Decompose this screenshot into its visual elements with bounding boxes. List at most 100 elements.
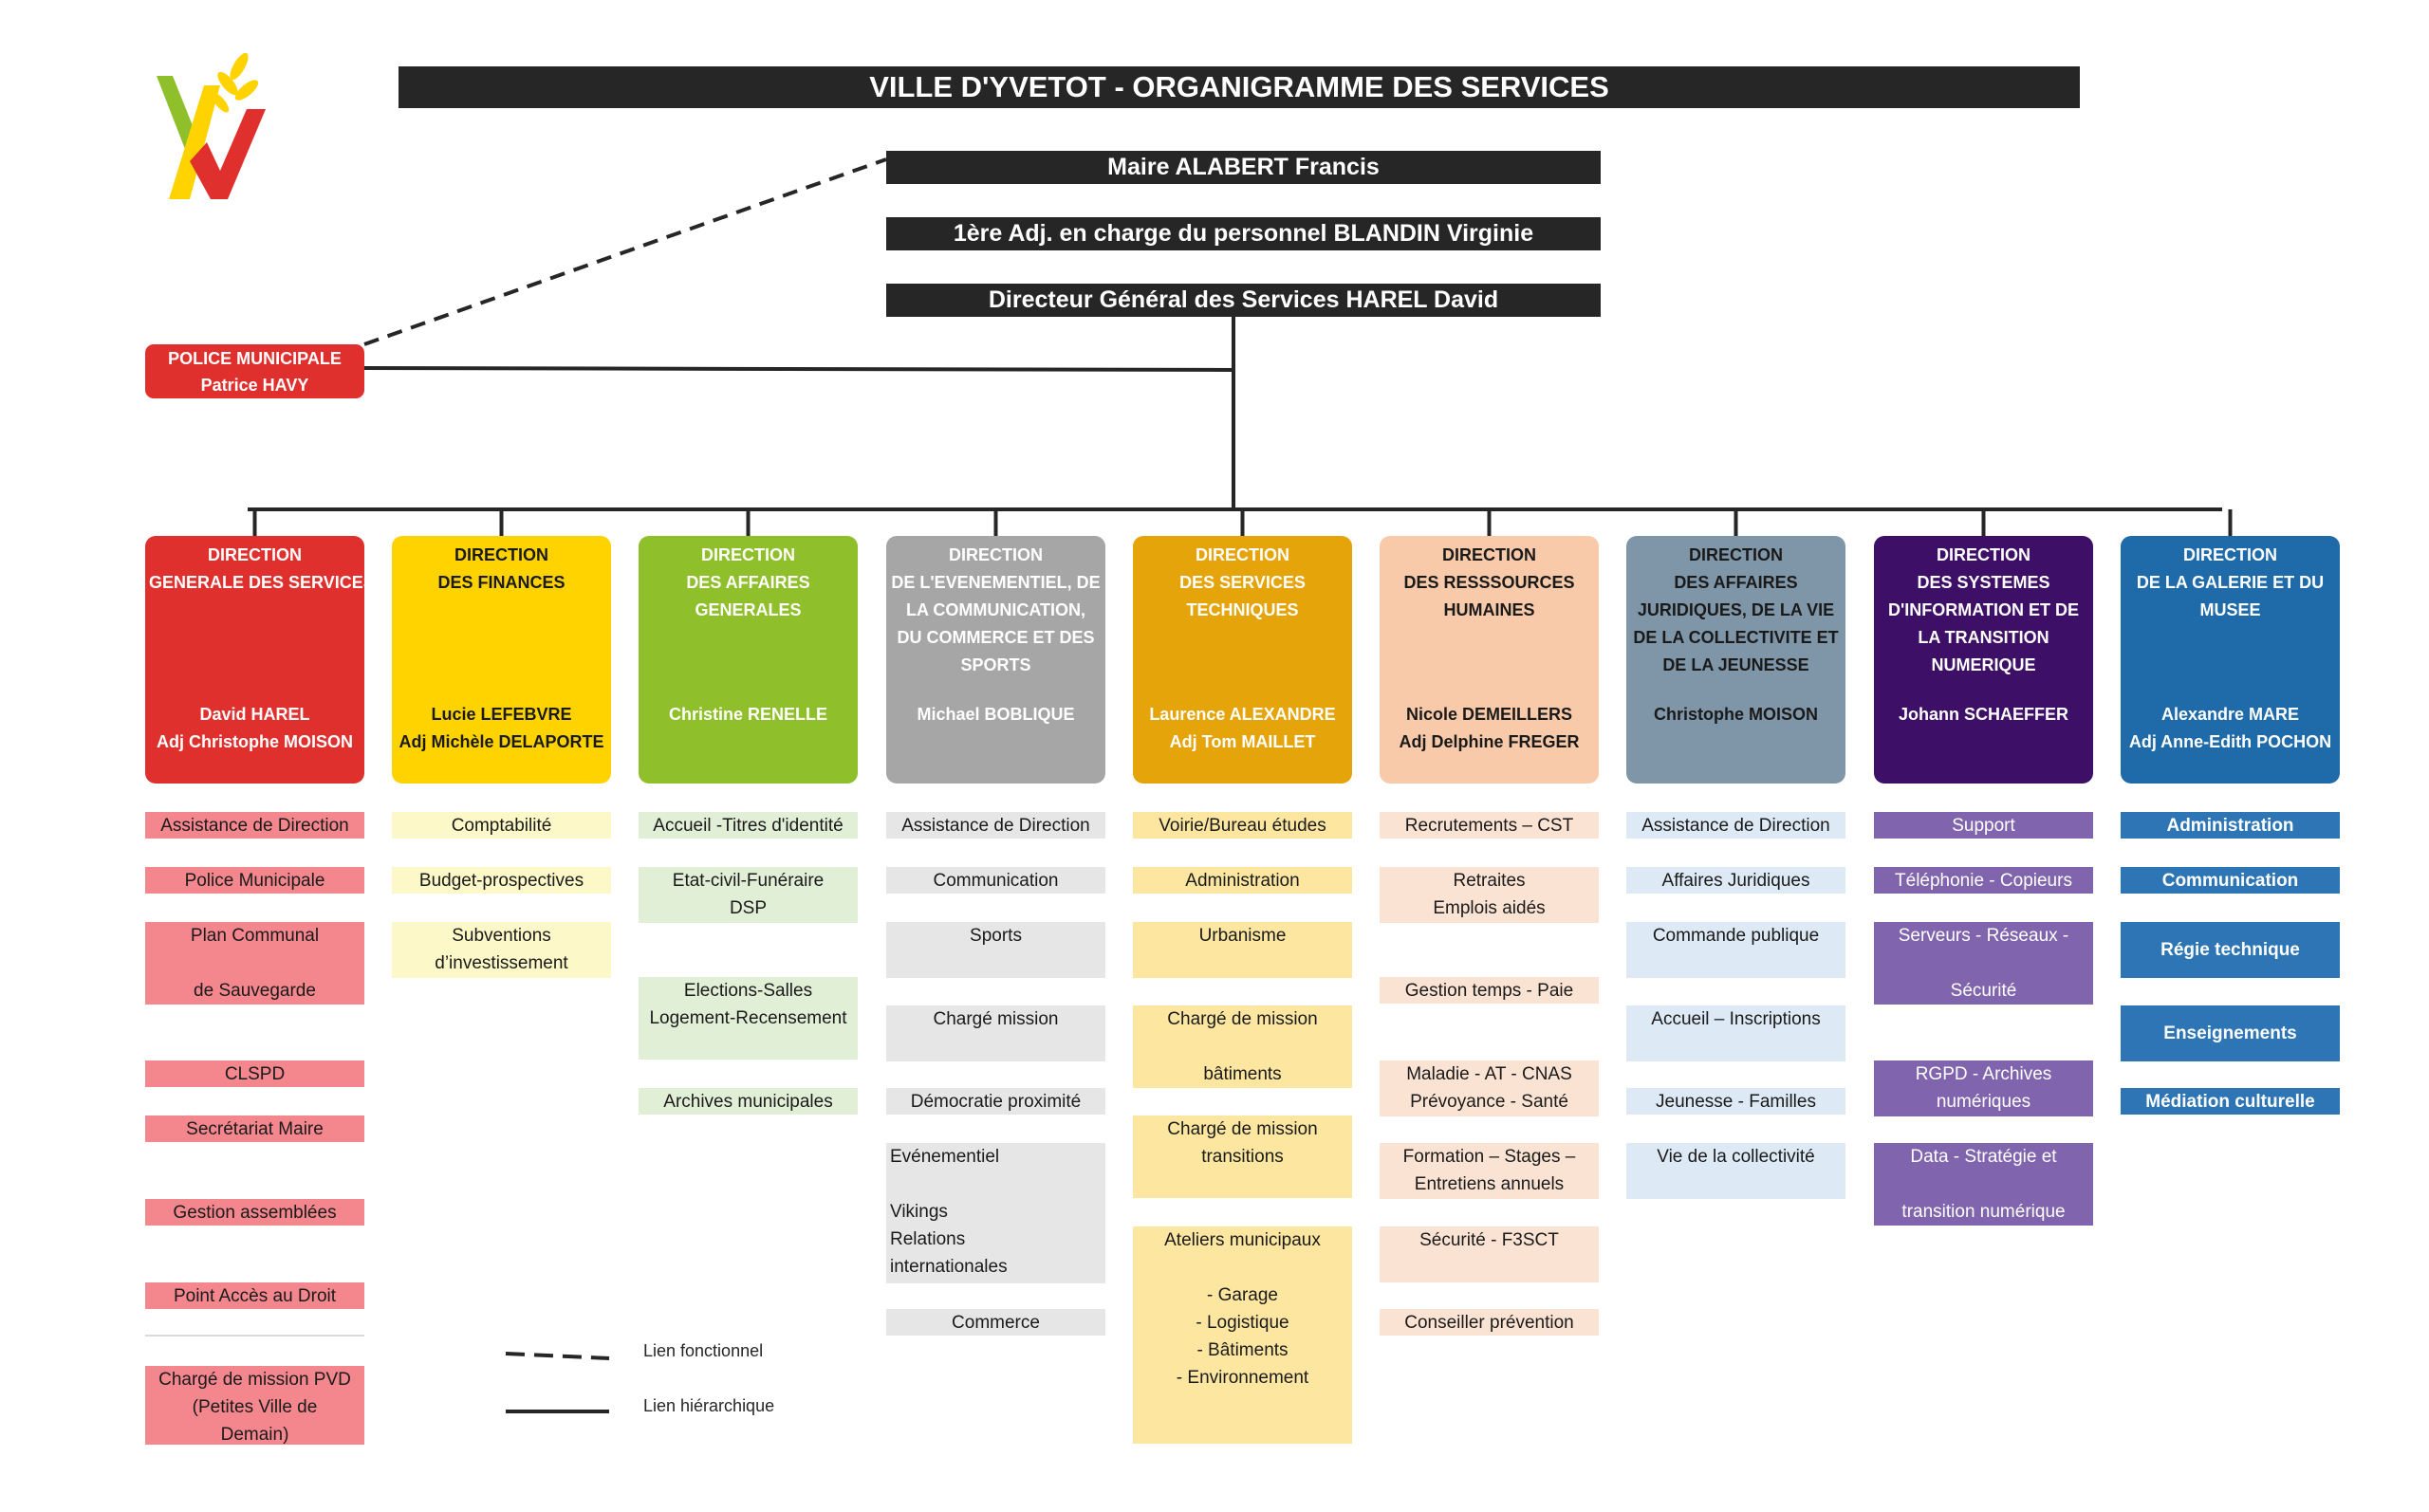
police-title: POLICE MUNICIPALE bbox=[168, 348, 342, 368]
service-item: Archives municipales bbox=[639, 1088, 858, 1115]
service-item: Téléphonie - Copieurs bbox=[1874, 867, 2093, 894]
direction-box-6: DIRECTION DES RESSSOURCES HUMAINES Nicole D… bbox=[1380, 536, 1599, 784]
direction-title-line: NUMERIQUE bbox=[1931, 655, 2036, 674]
direction-person: Adj Delphine FREGER bbox=[1399, 732, 1580, 751]
direction-person: Adj Michèle DELAPORTE bbox=[399, 732, 604, 751]
direction-people: Lucie LEFEBVRE Adj Michèle DELAPORTE bbox=[392, 701, 611, 756]
service-item: Support bbox=[1874, 812, 2093, 839]
service-item: Sécurité - F3SCT bbox=[1380, 1226, 1599, 1282]
service-item: Gestion assemblées bbox=[145, 1199, 364, 1226]
direction-person: Christophe MOISON bbox=[1653, 705, 1818, 724]
service-item: Administration bbox=[1133, 867, 1352, 894]
service-item: Commerce bbox=[886, 1309, 1105, 1336]
service-item: Comptabilité bbox=[392, 812, 611, 839]
service-item: Conseiller prévention bbox=[1380, 1309, 1599, 1336]
direction-title-line: DIRECTION bbox=[1442, 545, 1536, 564]
service-item: Assistance de Direction bbox=[1626, 812, 1845, 839]
service-item: Data - Stratégie et transition numérique bbox=[1874, 1143, 2093, 1226]
direction-title-line: DIRECTION bbox=[701, 545, 795, 564]
service-item: Vie de la collectivité bbox=[1626, 1143, 1845, 1199]
service-item: Régie technique bbox=[2121, 922, 2340, 978]
direction-title-line: DES RESSSOURCES bbox=[1403, 573, 1575, 592]
service-item: Communication bbox=[886, 867, 1105, 894]
service-item: Police Municipale bbox=[145, 867, 364, 894]
direction-person: David HAREL bbox=[199, 705, 310, 724]
service-item: Etat-civil-Funéraire DSP bbox=[639, 867, 858, 923]
direction-drop-lines bbox=[252, 509, 2233, 536]
direction-title-line: SPORTS bbox=[960, 655, 1031, 674]
direction-people: Christine RENELLE bbox=[639, 701, 858, 728]
direction-box-8: DIRECTION DES SYSTEMES D'INFORMATION ET DE… bbox=[1874, 536, 2093, 784]
direction-title-line: MUSEE bbox=[2199, 600, 2261, 619]
direction-person: Laurence ALEXANDRE bbox=[1149, 705, 1336, 724]
service-item: Voirie/Bureau études bbox=[1133, 812, 1352, 839]
service-item: Formation – Stages – Entretiens annuels bbox=[1380, 1143, 1599, 1199]
service-item: Démocratie proximité bbox=[886, 1088, 1105, 1115]
dgs-box: Directeur Général des Services HAREL Dav… bbox=[886, 284, 1601, 317]
direction-person: Johann SCHAEFFER bbox=[1898, 705, 2068, 724]
direction-title-line: DIRECTION bbox=[1689, 545, 1783, 564]
mayor-box: Maire ALABERT Francis bbox=[886, 151, 1601, 184]
service-item: Chargé de mission transitions bbox=[1133, 1116, 1352, 1198]
direction-box-2: DIRECTION DES FINANCES Lucie LEFEBVRE Adj M… bbox=[392, 536, 611, 784]
service-item: Retraites Emplois aidés bbox=[1380, 867, 1599, 923]
direction-person: Adj Anne-Edith POCHON bbox=[2128, 732, 2332, 751]
service-item: Communication bbox=[2121, 867, 2340, 894]
legend-dashed-line bbox=[505, 1352, 610, 1360]
service-item: Commande publique bbox=[1626, 922, 1845, 978]
police-head: Patrice HAVY bbox=[200, 375, 309, 395]
direction-title-line: DES AFFAIRES bbox=[686, 573, 810, 592]
service-item: Maladie - AT - CNAS Prévoyance - Santé bbox=[1380, 1060, 1599, 1116]
direction-title-line: DES SYSTEMES bbox=[1917, 573, 2050, 592]
direction-box-1: DIRECTION GENERALE DES SERVICES David HARE… bbox=[145, 536, 375, 784]
direction-title-line: DIRECTION bbox=[949, 545, 1043, 564]
direction-title-line: D'INFORMATION ET DE bbox=[1888, 600, 2079, 619]
direction-person: Alexandre MARE bbox=[2160, 705, 2300, 724]
direction-person: Lucie LEFEBVRE bbox=[431, 705, 572, 724]
service-item: Elections-Salles Logement-Recensement bbox=[639, 977, 858, 1060]
direction-title-line: GENERALE DES SERVICES bbox=[149, 573, 375, 592]
direction-title-line: DIRECTION bbox=[1937, 545, 2030, 564]
service-item: Plan Communal de Sauvegarde bbox=[145, 922, 364, 1005]
direction-people: Christophe MOISON bbox=[1626, 701, 1845, 728]
police-municipale-box: POLICE MUNICIPALE Patrice HAVY bbox=[145, 344, 364, 398]
page-title: VILLE D'YVETOT - ORGANIGRAMME DES SERVIC… bbox=[399, 66, 2080, 108]
direction-title-line: LA COMMUNICATION, bbox=[906, 600, 1085, 619]
direction-people: Johann SCHAEFFER bbox=[1874, 701, 2093, 728]
city-logo bbox=[157, 52, 266, 199]
direction-person: Michael BOBLIQUE bbox=[917, 705, 1075, 724]
direction-title-line: DIRECTION bbox=[454, 545, 548, 564]
service-item: Ateliers municipaux - Garage - Logistiqu… bbox=[1133, 1226, 1352, 1444]
direction-title-line: GENERALES bbox=[695, 600, 802, 619]
legend-hierarchical-label: Lien hiérarchique bbox=[643, 1396, 775, 1415]
service-item: Chargé mission bbox=[886, 1005, 1105, 1061]
direction-title-line: TECHNIQUES bbox=[1186, 600, 1299, 619]
direction-box-7: DIRECTION DES AFFAIRES JURIDIQUES, DE LA V… bbox=[1626, 536, 1845, 784]
link-police-trunk bbox=[363, 366, 1234, 372]
service-item: Chargé de mission bâtiments bbox=[1133, 1005, 1352, 1088]
direction-people: Michael BOBLIQUE bbox=[886, 701, 1105, 728]
service-item: Accueil – Inscriptions bbox=[1626, 1005, 1845, 1061]
service-item: Assistance de Direction bbox=[145, 812, 364, 839]
direction-person: Adj Tom MAILLET bbox=[1169, 732, 1316, 751]
direction-title-line: DE L'EVENEMENTIEL, DE bbox=[891, 573, 1101, 592]
direction-title-line: HUMAINES bbox=[1443, 600, 1535, 619]
service-item: Gestion temps - Paie bbox=[1380, 977, 1599, 1004]
direction-title-line: DES FINANCES bbox=[437, 573, 566, 592]
dashed-link-police-mayor bbox=[363, 157, 887, 346]
service-item: Accueil -Titres d'identité bbox=[639, 812, 858, 839]
direction-title-line: JURIDIQUES, DE LA VIE bbox=[1637, 600, 1835, 619]
direction-title-line: DE LA GALERIE ET DU bbox=[2136, 573, 2325, 592]
direction-title-line: DIRECTION bbox=[208, 545, 302, 564]
deputy-box: 1ère Adj. en charge du personnel BLANDIN… bbox=[886, 217, 1601, 250]
direction-title-line: DES SERVICES bbox=[1179, 573, 1306, 592]
direction-title-line: DES AFFAIRES bbox=[1674, 573, 1798, 592]
direction-person: Nicole DEMEILLERS bbox=[1405, 705, 1573, 724]
direction-title-line: LA TRANSITION bbox=[1918, 628, 2049, 647]
service-item: Chargé de mission PVD (Petites Ville de … bbox=[145, 1366, 364, 1445]
service-item: Sports bbox=[886, 922, 1105, 978]
